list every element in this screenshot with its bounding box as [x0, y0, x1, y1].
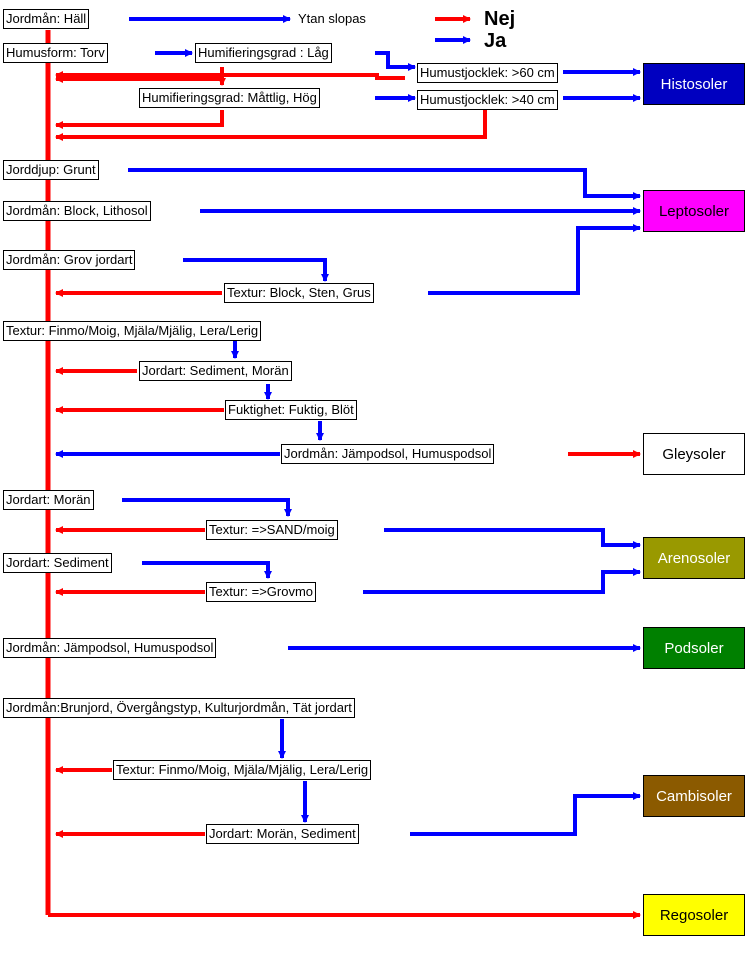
node-humustjocklek-60: Humustjocklek: >60 cm — [417, 63, 558, 83]
result-cambisoler: Cambisoler — [643, 775, 745, 817]
node-jordman-hall: Jordmån: Häll — [3, 9, 90, 29]
node-jordman-brunjord: Jordmån:Brunjord, Övergångstyp, Kulturjo… — [3, 698, 355, 718]
result-histosoler: Histosoler — [643, 63, 745, 105]
arrow-grovmo-areno — [363, 568, 641, 594]
node-ytan-slopas: Ytan slopas — [298, 11, 366, 26]
arrow-moran-sand — [122, 498, 292, 517]
node-humifieringsgrad-mattlig: Humifieringsgrad: Måttlig, Hög — [139, 88, 320, 108]
arrow-grov-texturblock — [183, 258, 329, 282]
node-textur-grovmo: Textur: =>Grovmo — [206, 582, 317, 602]
node-humustjocklek-40: Humustjocklek: >40 cm — [417, 90, 558, 110]
legend-no-label: Nej — [484, 8, 516, 30]
node-humifieringsgrad-lag: Humifieringsgrad : Låg — [195, 43, 332, 63]
node-jordart-moran: Jordart: Morän — [3, 490, 94, 510]
node-jordart-sediment-moran: Jordart: Sediment, Morän — [139, 361, 292, 381]
arrow-sand-areno — [384, 528, 641, 549]
result-podsoler: Podsoler — [643, 627, 745, 669]
node-jordman-jampodsol-2: Jordmån: Jämpodsol, Humuspodsol — [3, 638, 217, 658]
node-textur-sand: Textur: =>SAND/moig — [206, 520, 338, 540]
arrow-40-no — [55, 110, 487, 141]
arrow-60-no — [55, 71, 405, 80]
node-jordman-jampodsol-1: Jordmån: Jämpodsol, Humuspodsol — [281, 444, 495, 464]
legend-yes-label: Ja — [484, 30, 507, 52]
arrow-mattlig-no — [55, 110, 224, 129]
arrow-grunt-lepto — [128, 168, 641, 200]
node-textur-finmo-2: Textur: Finmo/Moig, Mjäla/Mjälig, Lera/L… — [113, 760, 372, 780]
arrow-lag-60 — [375, 51, 416, 71]
result-leptosoler: Leptosoler — [643, 190, 745, 232]
arrow-texturblock-lepto — [428, 224, 641, 295]
node-jorddjup-grunt: Jorddjup: Grunt — [3, 160, 99, 180]
node-fuktighet: Fuktighet: Fuktig, Blöt — [225, 400, 357, 420]
node-jordart-moran-sediment: Jordart: Morän, Sediment — [206, 824, 359, 844]
node-jordman-block: Jordmån: Block, Lithosol — [3, 201, 151, 221]
arrow-jordart-cambi — [410, 792, 641, 836]
result-arenosoler: Arenosoler — [643, 537, 745, 579]
result-gleysoler: Gleysoler — [643, 433, 745, 475]
node-textur-finmo: Textur: Finmo/Moig, Mjäla/Mjälig, Lera/L… — [3, 321, 262, 341]
node-humusform-torv: Humusform: Torv — [3, 43, 108, 63]
node-jordman-grov: Jordmån: Grov jordart — [3, 250, 136, 270]
node-textur-block: Textur: Block, Sten, Grus — [224, 283, 374, 303]
result-regosoler: Regosoler — [643, 894, 745, 936]
node-jordart-sediment: Jordart: Sediment — [3, 553, 112, 573]
arrow-sed-grovmo — [142, 561, 272, 579]
